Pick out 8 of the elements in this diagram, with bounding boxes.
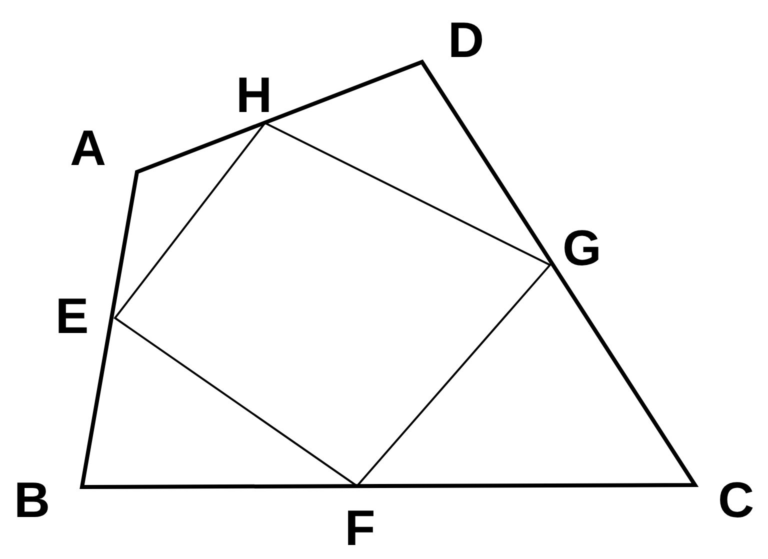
vertex-label: D xyxy=(448,15,484,65)
vertex-label: B xyxy=(14,475,50,525)
vertex-label: A xyxy=(70,123,106,173)
vertex-label: H xyxy=(236,70,272,120)
vertex-label: G xyxy=(562,223,602,273)
vertex-label: F xyxy=(344,503,376,553)
vertex-label: E xyxy=(55,291,89,341)
vertex-label: C xyxy=(718,475,754,525)
